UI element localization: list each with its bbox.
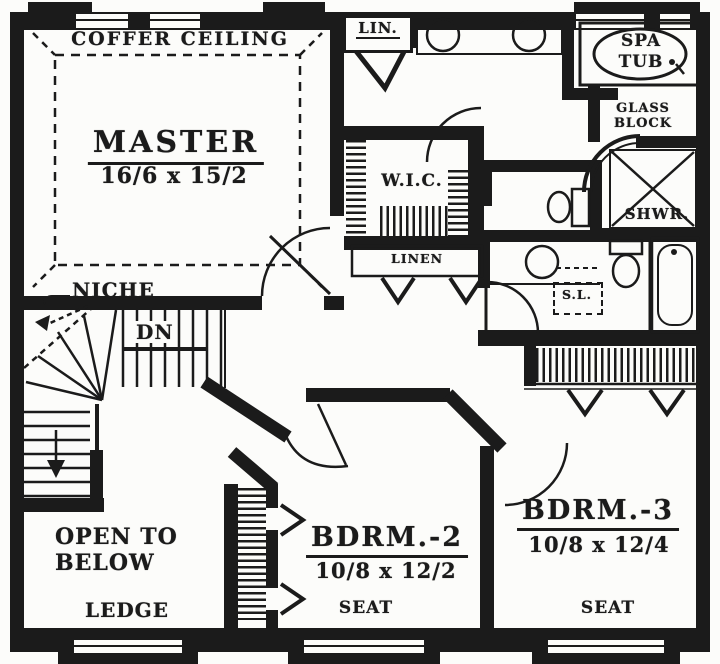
ledge-label: LEDGE (85, 598, 169, 622)
master-room-label: MASTER (87, 125, 265, 165)
master-room-dims: 16/6 x 15/2 (100, 163, 248, 189)
closet-door-chevrons (279, 276, 686, 616)
niche-arrow (35, 315, 50, 331)
wic-shelves-hatch (346, 140, 366, 236)
wall-bdrm2-north (306, 388, 450, 402)
shower-icon (582, 134, 697, 229)
bdrm2-seat-label: SEAT (338, 598, 394, 618)
skylight-box (553, 282, 603, 315)
toilet-icon (546, 187, 644, 289)
lin-label: LIN. (356, 19, 400, 39)
closet-front-lines (524, 382, 696, 390)
wall-bump (28, 2, 92, 13)
lin-door-chevron (350, 44, 410, 93)
linen-label: LINEN (390, 251, 444, 266)
spa-tub-icon (578, 21, 700, 87)
skylight-label: S.L. (561, 287, 593, 302)
wall-right (696, 12, 710, 630)
bdrm2-closet-hatch (232, 488, 266, 620)
wall-stair-south (20, 498, 104, 512)
lin-closet: LIN. (343, 15, 413, 53)
glass-block-label: GLASS BLOCK (613, 101, 673, 131)
coffer-ceiling-label: COFFER CEILING (71, 28, 289, 50)
window-glazing (74, 19, 690, 647)
wall-toilet-room-north (488, 160, 602, 172)
sink-icon (490, 242, 652, 330)
bdrm3-closet-hatch (536, 348, 696, 382)
wic-label: W.I.C. (381, 171, 443, 191)
glass-block-wall (582, 134, 641, 193)
bdrm2-room-label: BDRM.-2 (306, 522, 468, 558)
shwr-label: SHWR. (624, 205, 690, 223)
wall-bdrm2-closet (266, 530, 278, 588)
wall-wic-east (468, 126, 484, 236)
bdrm3-room-label: BDRM.-3 (517, 495, 679, 531)
wall-bump (574, 2, 700, 13)
bdrm2-room-dims: 10/8 x 12/2 (315, 558, 457, 583)
bdrm3-room-dims: 10/8 x 12/4 (528, 532, 670, 557)
wall-bump (263, 2, 325, 13)
wall-bdrm2-closet (266, 610, 278, 628)
bdrm3-seat-label: SEAT (580, 598, 636, 618)
wall-master-south (20, 296, 262, 310)
open-to-below-label: OPEN TO BELOW (55, 524, 178, 576)
stairs (22, 302, 226, 498)
niche-callout (35, 295, 89, 331)
linen-closet-outline (350, 244, 484, 278)
door-arcs (260, 44, 569, 507)
wall-left (10, 12, 24, 630)
wall-toilet-room-south (480, 230, 604, 242)
diagonal-walls (200, 376, 507, 493)
wic-shelves-hatch (448, 170, 468, 236)
niche-label: NICHE (72, 278, 155, 302)
wall-vanity-east (562, 12, 574, 100)
bathtub-icon (650, 236, 700, 334)
wall-bdrm-divider (480, 446, 494, 628)
wall-toilet-room-west (480, 160, 492, 206)
wall-shower-north (636, 136, 710, 148)
wall-bdrm3-north (488, 330, 710, 346)
wall-spa-west (588, 86, 600, 142)
stairs-down-arrow (47, 460, 65, 478)
spa-tub-label: SPA TUB (618, 31, 664, 72)
wall-master-south-stub (324, 296, 344, 310)
double-sink-vanity-icon (416, 15, 563, 55)
wall-master-east (330, 12, 344, 216)
wic-shelves-hatch (380, 206, 448, 236)
wall-bath2-west-stub (478, 330, 490, 346)
wall-bdrm3-closet-stub (524, 346, 536, 386)
stairs-dn-label: DN (133, 321, 177, 343)
wall-wic-north (344, 126, 484, 140)
